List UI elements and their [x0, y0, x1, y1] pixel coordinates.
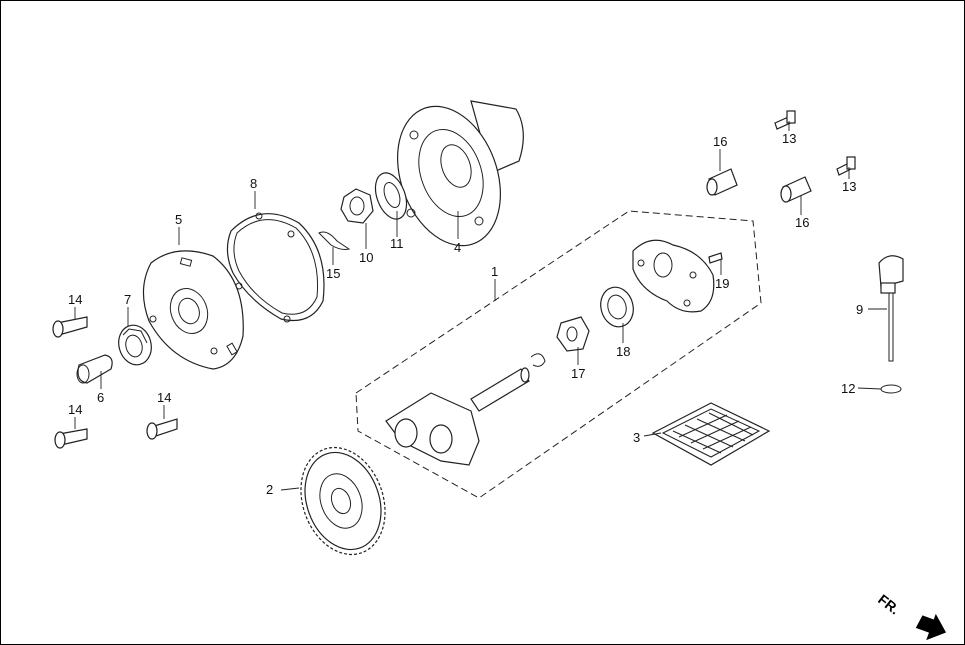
- label-part-13-upper: 13: [782, 131, 797, 146]
- oil-seal: [374, 172, 408, 220]
- label-part-3: 3: [633, 430, 641, 445]
- label-part-2: 2: [266, 482, 274, 497]
- screw-a: [52, 316, 88, 338]
- label-part-14-middle: 14: [157, 390, 172, 405]
- o-ring: [880, 384, 902, 394]
- label-part-13-lower: 13: [842, 179, 857, 194]
- label-part-16-left: 16: [713, 134, 728, 149]
- bolt-b: [836, 156, 856, 176]
- bolt-a: [774, 110, 796, 130]
- front-direction-arrow: [915, 613, 947, 641]
- label-part-5: 5: [175, 212, 183, 227]
- label-part-18: 18: [616, 344, 631, 359]
- label-part-11: 11: [390, 236, 404, 251]
- label-part-12: 12: [841, 381, 856, 396]
- label-part-8: 8: [250, 176, 258, 191]
- label-part-9: 9: [856, 302, 864, 317]
- sleeve-a: [706, 168, 738, 196]
- sleeve-b: [780, 176, 812, 203]
- collar: [118, 324, 152, 366]
- label-part-7: 7: [124, 292, 132, 307]
- pump-housing: [397, 100, 524, 247]
- small-screw: [708, 252, 723, 264]
- label-part-4: 4: [454, 240, 462, 255]
- label-part-16-right: 16: [795, 215, 810, 230]
- screw-b: [54, 428, 88, 449]
- label-part-15: 15: [326, 266, 341, 281]
- assembly-outline: [355, 210, 762, 499]
- driven-gear: [300, 446, 386, 556]
- gasket: [226, 212, 325, 323]
- pump-shaft: [470, 367, 530, 412]
- inner-rotor: [556, 316, 590, 352]
- label-part-1: 1: [491, 264, 499, 279]
- pump-plate: [632, 239, 715, 313]
- dipstick: [878, 255, 904, 362]
- clip: [318, 231, 351, 250]
- label-part-10: 10: [359, 250, 374, 265]
- label-part-17: 17: [571, 366, 586, 381]
- oil-strainer: [651, 402, 771, 466]
- label-part-6: 6: [97, 390, 105, 405]
- pump-cover: [142, 250, 244, 370]
- circlip: [530, 353, 546, 367]
- screw-c: [146, 418, 178, 440]
- label-part-19: 19: [715, 276, 730, 291]
- outer-rotor: [600, 286, 634, 328]
- label-part-14-upper: 14: [68, 292, 83, 307]
- pump-body: [385, 392, 480, 466]
- label-part-14-lower: 14: [68, 402, 83, 417]
- dowel-pin: [76, 354, 113, 384]
- nut: [340, 188, 374, 224]
